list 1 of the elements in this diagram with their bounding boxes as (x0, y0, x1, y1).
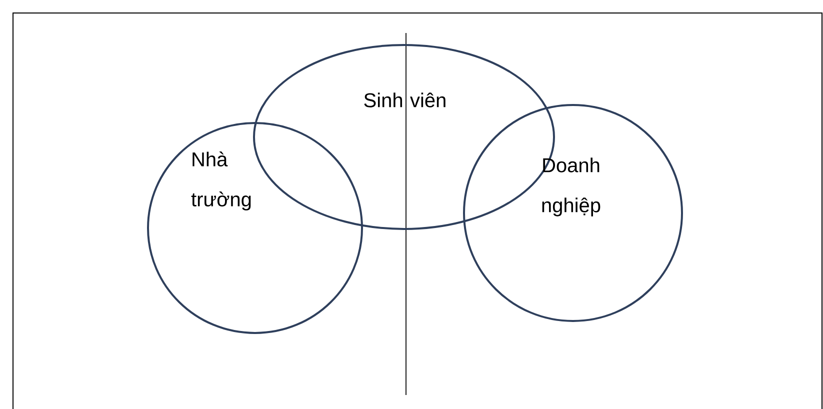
ellipse-node: Nhà trường (147, 122, 363, 334)
